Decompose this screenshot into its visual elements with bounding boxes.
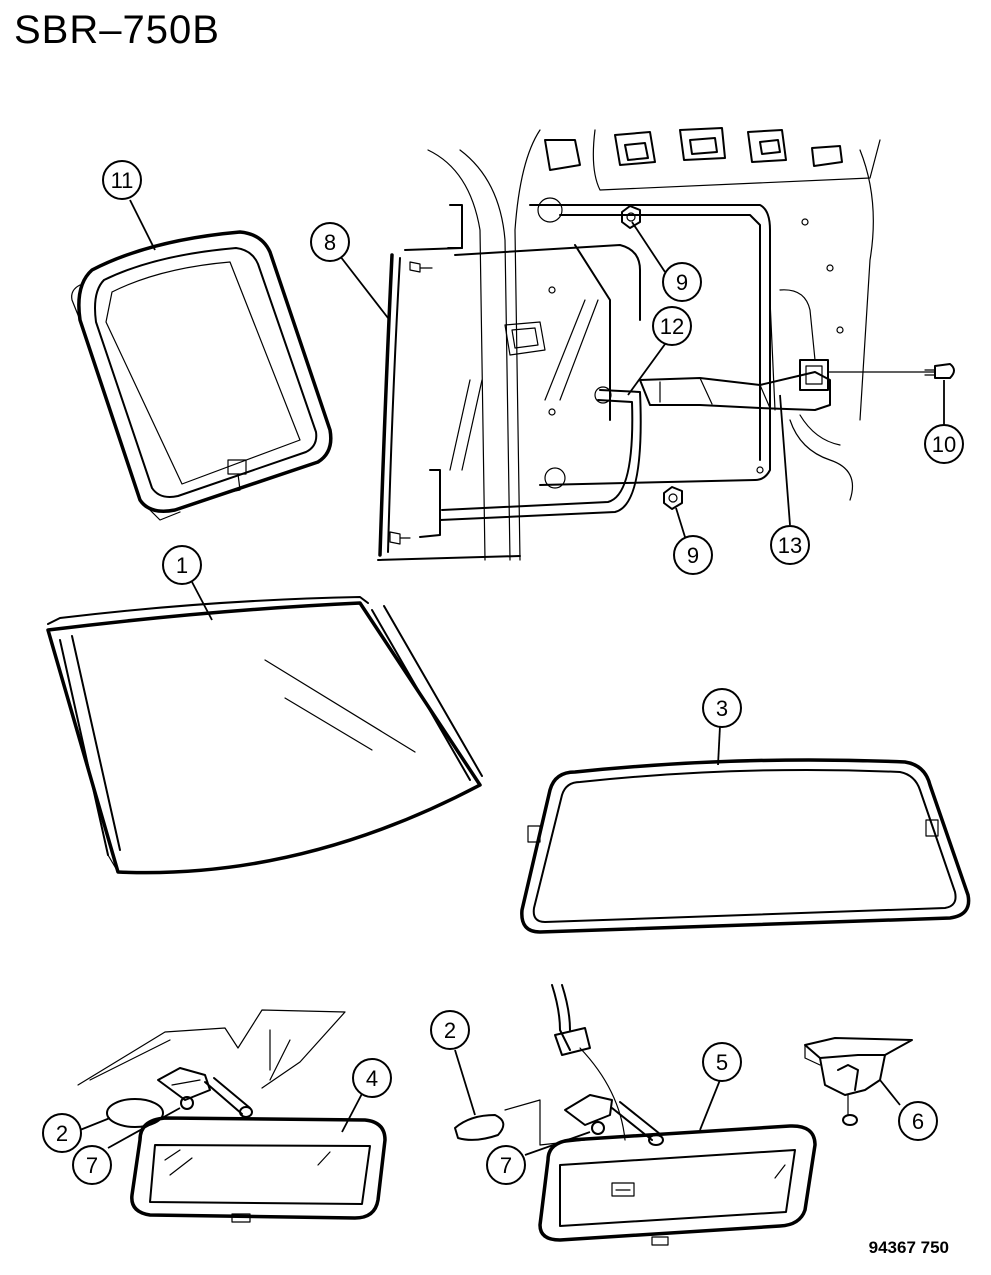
- callout-label: 6: [912, 1109, 924, 1134]
- callout-label: 2: [56, 1121, 68, 1146]
- callout-label: 1: [176, 553, 188, 578]
- callout-8: 8: [310, 222, 350, 262]
- callout-label: 11: [111, 168, 134, 193]
- callout-7-left: 7: [72, 1145, 112, 1185]
- callout-label: 7: [86, 1153, 98, 1178]
- mirror-assembly-right-part: [454, 984, 817, 1246]
- leader-lines: [79, 199, 945, 1156]
- body-opening-assembly: [427, 127, 881, 561]
- callout-1: 1: [162, 545, 202, 585]
- rear-glass-part: [520, 758, 971, 934]
- hinge-rod-and-arm-part: [439, 359, 955, 521]
- callout-label: 4: [366, 1066, 378, 1091]
- callout-label: 5: [716, 1050, 728, 1075]
- callout-4: 4: [352, 1058, 392, 1098]
- quarter-window-frame-part: [71, 230, 333, 521]
- mirror-assembly-left-part: [77, 1009, 387, 1223]
- diagram-title: SBR–750B: [14, 8, 220, 52]
- callout-label: 7: [500, 1153, 512, 1178]
- nut-part: [621, 205, 683, 510]
- mirror-mount-bracket-part: [804, 1037, 913, 1126]
- callout-12: 12: [652, 306, 692, 346]
- callout-label: 9: [687, 543, 699, 568]
- callout-label: 12: [660, 314, 684, 339]
- liftgate-glass-part: [377, 204, 599, 561]
- callout-label: 13: [778, 533, 802, 558]
- callout-7-right: 7: [486, 1145, 526, 1185]
- callout-label: 10: [932, 432, 956, 457]
- callout-label: 8: [324, 230, 336, 255]
- windshield-part: [46, 596, 483, 875]
- callout-3: 3: [702, 688, 742, 728]
- callout-label: 2: [444, 1018, 456, 1043]
- callout-9-bottom: 9: [673, 535, 713, 575]
- callout-10: 10: [924, 424, 964, 464]
- callout-label: 3: [716, 696, 728, 721]
- callout-2-right: 2: [430, 1010, 470, 1050]
- callout-label: 9: [676, 270, 688, 295]
- callout-9-top: 9: [662, 262, 702, 302]
- callout-2-left: 2: [42, 1113, 82, 1153]
- callout-5: 5: [702, 1042, 742, 1082]
- figure-code: 94367 750: [868, 1238, 949, 1257]
- callout-13: 13: [770, 525, 810, 565]
- callout-11: 11: [102, 160, 142, 200]
- callout-6: 6: [898, 1101, 938, 1141]
